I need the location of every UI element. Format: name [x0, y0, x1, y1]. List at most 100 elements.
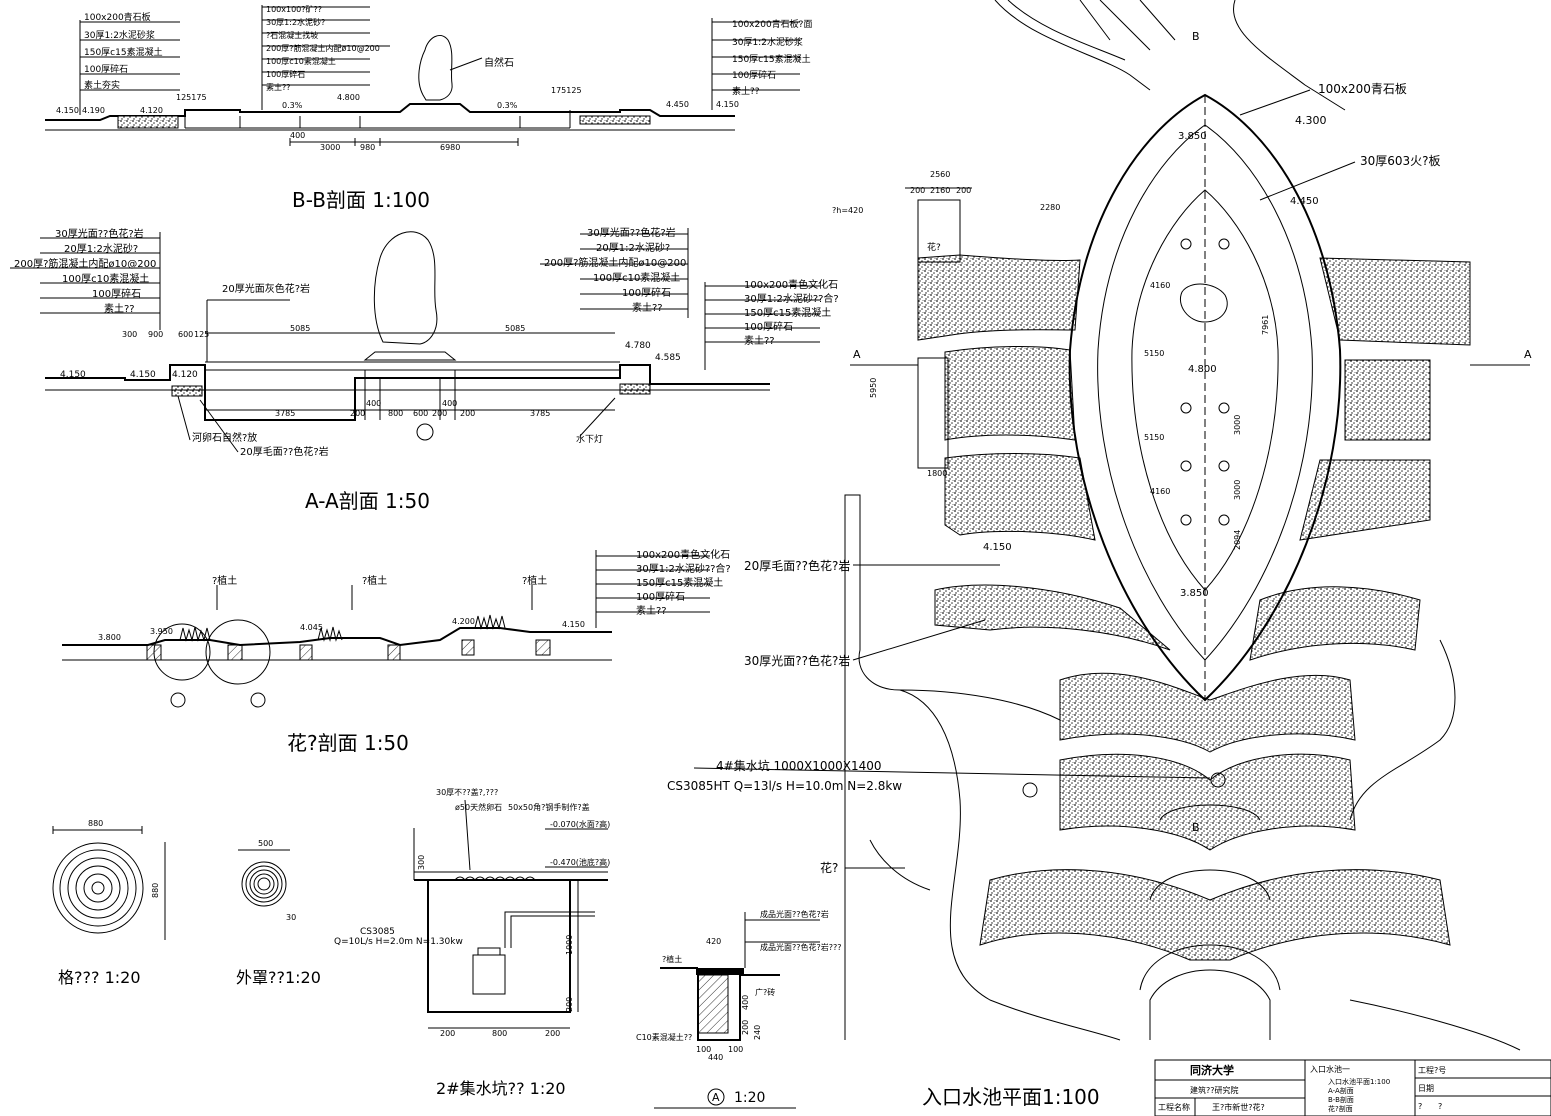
plan-band-9 — [1344, 359, 1431, 441]
pit-pump — [472, 911, 595, 995]
aa-left-label-5: 100厚碎石 — [92, 287, 141, 300]
plan-elev-2: 4.450 — [1290, 196, 1319, 207]
aa-title: A-A剖面 1:50 — [305, 489, 430, 513]
plan-cover-label: 30厚603火?板 — [1360, 154, 1441, 168]
bb-left-label-5: 素土夯实 — [84, 79, 120, 91]
bb-paving-left — [117, 115, 179, 129]
aa-bottom-label-1: 河卵石自然?放 — [192, 431, 257, 444]
aa-dim-9: 200 — [350, 409, 365, 418]
flower-right-label-5: 素土?? — [636, 604, 667, 617]
plan-elev-3: 3.850 — [1178, 131, 1207, 142]
bb-top-leaders: 100x100?矿?? 30厚1:2水泥砂? ?石混凝土找坡 200厚?筋混凝土… — [261, 4, 390, 110]
title-school: 同济大学 — [1190, 1063, 1234, 1077]
pit-label-1: 30厚不??盖?,??? — [436, 787, 498, 797]
flower-right-leaders: 100x200青色文化石 30厚1:2水泥砂??合? 150厚c15素混凝土 1… — [595, 548, 731, 628]
aa-dim-5: 5085 — [290, 324, 310, 333]
plan-pool-rock — [1180, 283, 1228, 323]
flower-elev-1: 3.800 — [98, 633, 121, 642]
title-field-1: 工程?号 — [1418, 1066, 1446, 1075]
plan-dim-13: 7961 — [1261, 315, 1270, 335]
plan-dim-1: 2560 — [930, 170, 950, 179]
plan-lower-arc-1 — [1149, 869, 1271, 901]
plan-section-mark-a-left: A — [853, 348, 861, 361]
plan-section-mark-b-top: B — [1192, 30, 1200, 43]
bb-right-label-1: 100x200青石板?面 — [732, 18, 812, 30]
bb-elev-6: 4.150 — [716, 100, 739, 109]
title-field-3: ? — [1418, 1102, 1422, 1111]
aa-base-right — [619, 383, 651, 395]
aa-far-right-label-4: 100厚碎石 — [744, 320, 793, 333]
aa-dim-12: 600 — [413, 409, 428, 418]
plan-flower-curve — [869, 839, 931, 891]
bb-dim-3: 6980 — [440, 143, 460, 152]
flower-right-label-1: 100x200青色文化石 — [636, 548, 730, 561]
plan-note: ?h=420 — [832, 206, 863, 215]
plan-section-mark-a-right: A — [1524, 348, 1532, 361]
plan-dim-4: 200 — [956, 186, 971, 195]
flower-detail-marker-2 — [250, 692, 266, 708]
plan-band-1 — [917, 254, 1081, 341]
bb-elev-1: 4.150 — [56, 106, 79, 115]
flower-curb-5 — [461, 639, 475, 656]
plan-dim-14: 1800 — [927, 469, 947, 478]
plan-pump-label: CS3085HT Q=13l/s H=10.0m N=2.8kw — [667, 779, 902, 793]
bb-right-leaders: 100x200青石板?面 30厚1:2水泥砂浆 150厚c15素混凝土 100厚… — [711, 18, 812, 110]
plan-planter-mid — [917, 357, 949, 469]
aa-dim-10: 400 — [366, 399, 381, 408]
section-aa: 30厚光面??色花?岩 20厚1:2水泥砂? 200厚?筋混凝土内配ø10@20… — [10, 226, 839, 513]
plan-band-5 — [1059, 672, 1356, 753]
bb-right-label-3: 150厚c15素混凝土 — [732, 53, 811, 65]
bb-dim-2: 980 — [360, 143, 375, 152]
plan-top-curves — [994, 0, 1346, 111]
plan-band-6 — [1059, 753, 1356, 851]
bb-left-label-3: 150厚c15素混凝土 — [84, 46, 163, 58]
aa-elev-1: 4.150 — [60, 370, 86, 380]
flower-curb-4 — [387, 644, 401, 661]
plan-elev-4: 4.800 — [1188, 364, 1217, 375]
plan-band-2 — [944, 345, 1076, 441]
aa-right-label-6: 素土?? — [632, 301, 663, 314]
bb-left-leaders: 100x200青石板 30厚1:2水泥砂浆 150厚c15素混凝土 100厚碎石… — [79, 11, 180, 115]
aa-top-label: 20厚光面灰色花?岩 — [222, 282, 310, 295]
pit-dim-2: 800 — [492, 1029, 507, 1038]
bb-top-label-3: ?石混凝土找坡 — [266, 30, 318, 40]
aa-right-label-5: 100厚碎石 — [622, 286, 671, 299]
plan-pit-label: 4#集水坑 1000X1000X1400 — [716, 758, 882, 773]
aa-dim-7: 3785 — [275, 409, 295, 418]
pit-pump-label: CS3085 — [360, 927, 395, 937]
bb-right-label-4: 100厚碎石 — [732, 69, 776, 81]
flower-right-label-3: 150厚c15素混凝土 — [636, 576, 723, 589]
bb-elev-3: 4.120 — [140, 106, 163, 115]
plan-dim-6: 4160 — [1150, 281, 1170, 290]
aa-rock-pier — [364, 370, 456, 420]
flower-elev-2: 3.950 — [150, 627, 173, 636]
detail-a-dim-3: 100 — [696, 1045, 711, 1054]
flower-curb-2 — [227, 644, 243, 661]
plan-dim-5: 2280 — [1040, 203, 1060, 212]
aa-left-label-1: 30厚光面??色花?岩 — [55, 227, 144, 240]
plan-dim-15: 5950 — [869, 378, 878, 398]
plan-elev-1: 4.300 — [1295, 114, 1327, 127]
flower-soil-label-3: ?植土 — [522, 574, 547, 587]
aa-water-line — [205, 361, 620, 371]
plan-lower-arc-2 — [1139, 944, 1281, 991]
detail-a-label-5: C10素混凝土?? — [636, 1032, 692, 1042]
cover-dim-w: 500 — [258, 839, 273, 848]
cover-title: 外罩??1:20 — [236, 968, 321, 987]
detail-a-marker-circle — [707, 1088, 725, 1106]
pit-pump-spec: Q=10L/s H=2.0m N=1.30kw — [334, 937, 463, 947]
title-content-3: B-B剖面 — [1328, 1095, 1354, 1104]
detail-a: 成品光面??色花?岩 成品光面??色花?岩??? ?植土 广?砖 C10素混凝土… — [636, 909, 841, 1109]
title-project-label: 工程名称 — [1158, 1102, 1190, 1112]
detail-a-marker: A — [712, 1091, 720, 1104]
flower-detail-circle-2 — [205, 619, 271, 685]
bb-elev-2: 4.190 — [82, 106, 105, 115]
bb-paving-right — [579, 115, 651, 125]
plan-dim-2: 200 — [910, 186, 925, 195]
plan-elev-6: 4.150 — [983, 542, 1012, 553]
flower-soil-label-2: ?植土 — [362, 574, 387, 587]
bb-elev-5: 4.450 — [666, 100, 689, 109]
aa-dim-6: 5085 — [505, 324, 525, 333]
aa-dim-14: 400 — [442, 399, 457, 408]
detail-a-dim-7: 240 — [753, 1025, 762, 1040]
